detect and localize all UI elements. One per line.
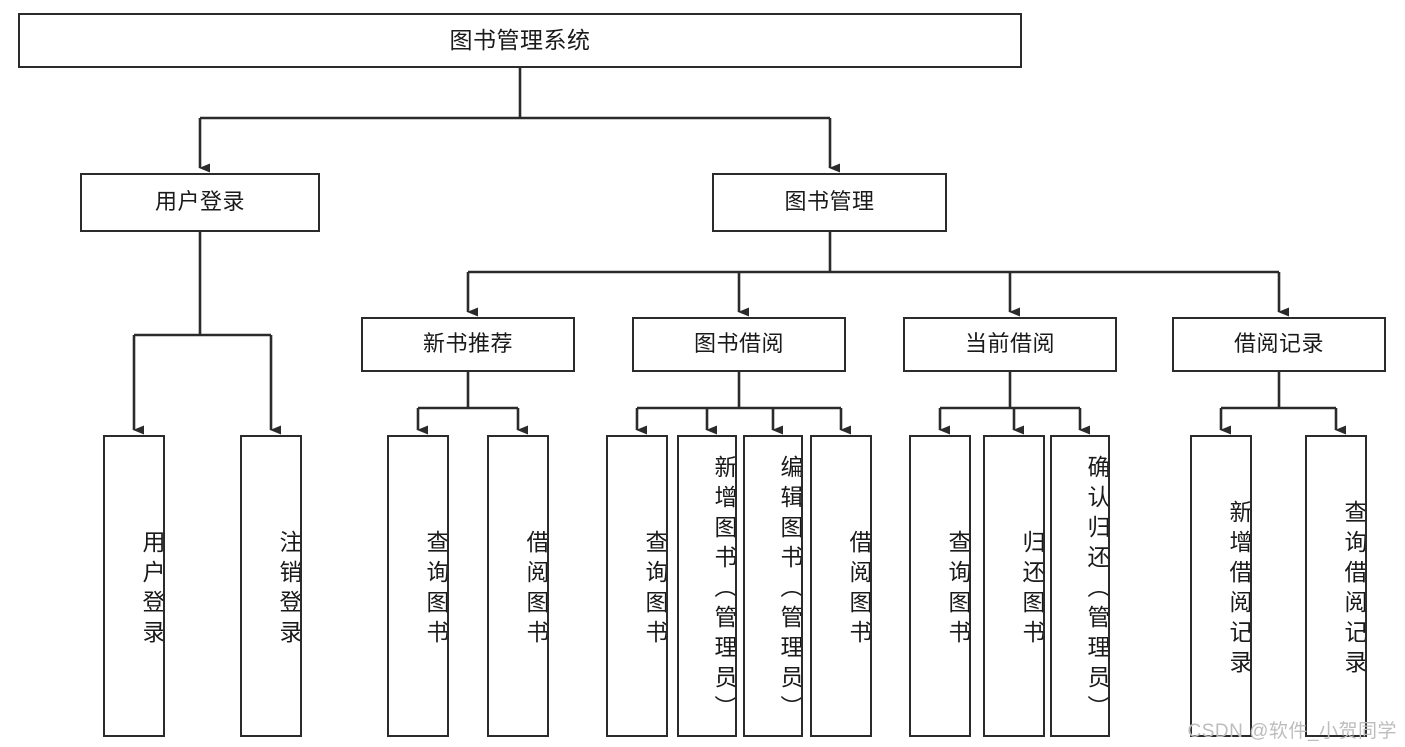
node-label: 图书管理系统 [449, 26, 591, 53]
node-book-management[interactable]: 图书管理 [712, 173, 947, 232]
node-label: 新增图书（管理员） [711, 455, 737, 725]
node-label: 编辑图书（管理员） [777, 455, 803, 725]
leaf-add-book-admin[interactable]: 新增图书（管理员） [677, 435, 737, 737]
node-current-borrowing[interactable]: 当前借阅 [903, 317, 1117, 372]
leaf-edit-book-admin[interactable]: 编辑图书（管理员） [743, 435, 803, 737]
node-borrowing-record[interactable]: 借阅记录 [1172, 317, 1386, 372]
node-label: 新书推荐 [422, 331, 513, 357]
node-label: 查询图书 [423, 530, 449, 650]
node-label: 图书管理 [784, 189, 875, 215]
node-root-book-management-system[interactable]: 图书管理系统 [18, 13, 1022, 68]
node-user-login[interactable]: 用户登录 [80, 173, 320, 232]
node-label: 用户登录 [139, 530, 165, 650]
node-label: 查询图书 [642, 530, 668, 650]
leaf-query-book-borrowing[interactable]: 查询图书 [606, 435, 668, 737]
leaf-add-borrowing-record[interactable]: 新增借阅记录 [1190, 435, 1252, 737]
leaf-query-borrowing-record[interactable]: 查询借阅记录 [1305, 435, 1367, 737]
node-label: 注销登录 [276, 530, 302, 650]
node-label: 确认归还（管理员） [1084, 455, 1110, 725]
node-label: 归还图书 [1019, 530, 1045, 650]
node-label: 用户登录 [154, 189, 245, 215]
node-label: 查询借阅记录 [1341, 500, 1367, 680]
leaf-query-book-current[interactable]: 查询图书 [909, 435, 971, 737]
node-label: 图书借阅 [693, 331, 784, 357]
node-label: 借阅图书 [846, 530, 872, 650]
node-label: 查询图书 [945, 530, 971, 650]
node-label: 新增借阅记录 [1226, 500, 1252, 680]
leaf-borrow-book-recommendation[interactable]: 借阅图书 [487, 435, 549, 737]
leaf-query-book-recommendation[interactable]: 查询图书 [387, 435, 449, 737]
leaf-user-login[interactable]: 用户登录 [103, 435, 165, 737]
node-book-borrowing[interactable]: 图书借阅 [632, 317, 846, 372]
leaf-borrow-book[interactable]: 借阅图书 [810, 435, 872, 737]
node-label: 借阅记录 [1233, 331, 1324, 357]
leaf-confirm-return-admin[interactable]: 确认归还（管理员） [1050, 435, 1110, 737]
node-label: 当前借阅 [964, 331, 1055, 357]
csdn-watermark: CSDN @软件_小贺同学 [1187, 721, 1397, 742]
leaf-logout[interactable]: 注销登录 [240, 435, 302, 737]
node-label: 借阅图书 [523, 530, 549, 650]
node-new-book-recommendation[interactable]: 新书推荐 [361, 317, 575, 372]
leaf-return-book[interactable]: 归还图书 [983, 435, 1045, 737]
